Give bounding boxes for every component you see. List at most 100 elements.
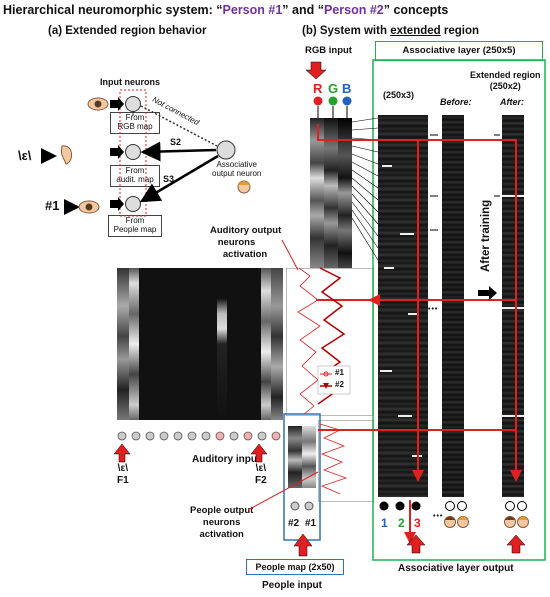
people-input-map [288,426,316,488]
people-map-box: People map (2x50) [246,559,344,575]
auditory-input-map [117,268,283,420]
from-audit-box: From audit. map [110,165,160,187]
figure-title: Hierarchical neuromorphic system: “Perso… [3,3,448,17]
assoc-out-neuron-1 [379,501,389,511]
before-out-neuron-2 [457,501,467,511]
person-face-icon [457,516,469,528]
assoc-250x3-map [378,115,428,497]
people-col-label-2: #2 [288,518,300,529]
assoc-layer-title: Associative layer (250x5) [402,45,516,56]
people-trace [319,423,348,495]
rgb-node-r [313,96,323,106]
rgb-node-b [342,96,352,106]
assoc-output-arrow-after [506,534,526,554]
assoc-neuron-line1: Associative [216,160,257,169]
people-col-label-1: #1 [305,518,317,529]
after-out-neuron-2 [517,501,527,511]
ellipsis-top: ••• [428,306,439,313]
input-neuron-people [125,196,141,212]
auditory-input-neurons [117,431,281,441]
title-person1: Person #1 [222,3,283,17]
assoc-layer-box [372,59,546,561]
ear-icon [61,145,72,165]
auditory-label-connector [281,239,299,271]
from-rgb-line2: RGB map [117,122,153,131]
people-neuron-1 [304,501,314,511]
people-input-arrow-red [293,533,313,557]
assoc-output-label: Associative layer output [398,563,514,574]
rgb-input-map [310,118,352,268]
panel-b-heading: (b) System with extended region [302,25,479,37]
people-label-connector [247,471,319,511]
f1-arrow [113,443,131,463]
s2-connection [140,141,217,162]
input-neuron-rgb [125,96,141,112]
f1-text: F1 [117,475,129,486]
col-number-1: 1 [381,516,388,530]
auditory-output-line2: neurons [217,237,256,248]
audit-input-arrow [110,145,124,159]
legend-person2: #2 [335,380,344,389]
assoc-output-neuron [216,140,236,160]
people-map-label: People map (2x50) [255,562,335,572]
rgb-input-arrow-red [305,61,327,80]
panel-b-heading-suffix: region [440,25,480,37]
people-input-arrow [110,197,124,211]
title-prefix: Hierarchical neuromorphic system: “ [3,3,223,17]
assoc-neuron-label: Associative output neuron [212,160,261,178]
people-output-line1: People output [190,505,254,516]
rgb-node-g [328,96,338,106]
from-people-line1: From [125,216,145,225]
assoc-tick-marks [430,134,500,231]
before-out-neuron-1 [445,501,455,511]
person-face-icon [444,516,456,528]
extended-region-line2: (250x2) [489,81,521,91]
f2-arrow [250,443,268,463]
people-output-label: People output neurons activation [190,505,253,541]
red-routing [316,124,522,544]
rgb-input-label: RGB input [305,45,352,56]
people-neuron-2 [290,501,300,511]
auditory-legend [317,365,351,395]
s3-label: S3 [163,174,175,184]
dim-250x3-label: (250x3) [383,90,415,100]
person-face-icon [237,180,251,194]
rgb-letter-b: B [342,81,352,96]
col-number-3: 3 [414,516,421,530]
legend-person1: #1 [335,368,344,377]
f2-symbol: \ε\ [255,463,266,474]
extended-region-line1: Extended region [470,70,541,80]
auditory-trace-1 [297,267,321,415]
f1-label: \ε\ F1 [117,463,129,487]
eye-icon [87,97,109,111]
rgb-letter-r: R [313,81,323,96]
people-output-line2: neurons [202,517,241,528]
eye-icon [78,200,100,214]
after-map [502,115,524,497]
f2-text: F2 [255,475,267,486]
f2-label: \ε\ F2 [255,463,267,487]
auditory-output-line1: Auditory output [210,225,282,236]
from-audit-line2: audit. map [116,175,154,184]
panel-b-heading-underlined: extended [390,25,441,37]
ellipsis-bottom: ••• [433,513,444,520]
rgb-input-arrow [110,97,124,111]
title-person2: Person #2 [323,3,384,17]
extended-region-label: Extended region (250x2) [470,70,541,92]
from-rgb-line1: From [125,113,145,122]
s2-label: S2 [170,137,182,147]
from-rgb-box: From RGB map [110,112,160,134]
title-suffix: ” concepts [383,3,449,17]
person-face-icon [517,516,529,528]
from-people-line2: People map [113,225,157,234]
not-connected-line [140,105,218,147]
col-number-2: 2 [398,516,405,530]
symbol-person1-a: #1 [45,198,60,213]
auditory-input-label: Auditory input [192,454,261,465]
people-input-label: People input [262,580,322,591]
assoc-out-neuron-2 [395,501,405,511]
from-audit-line1: From [125,166,145,175]
f1-symbol: \ε\ [117,463,128,474]
auditory-output-label: Auditory output neurons activation [210,225,281,261]
